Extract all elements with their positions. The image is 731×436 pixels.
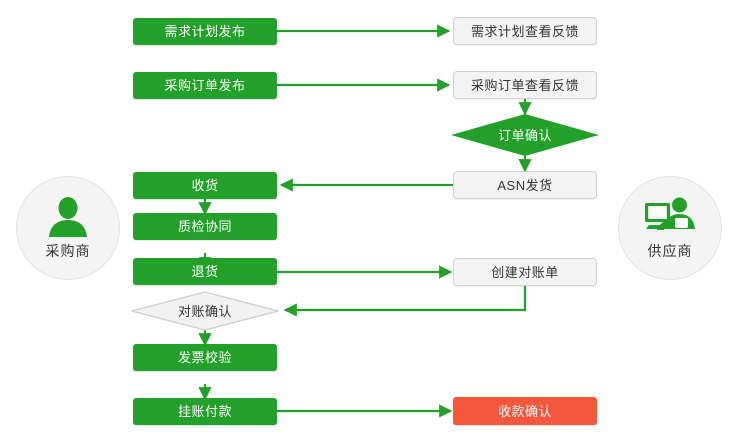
edge-create-statement-to-statement-confirm: [283, 286, 527, 317]
person-icon: [46, 196, 90, 238]
node-demand-plan-feedback[interactable]: 需求计划查看反馈: [453, 17, 597, 45]
node-qc-collaboration[interactable]: 质检协同: [133, 213, 277, 240]
node-order-confirm[interactable]: 订单确认: [451, 114, 599, 156]
node-po-publish[interactable]: 采购订单发布: [133, 72, 277, 99]
role-buyer[interactable]: 采购商: [16, 176, 120, 280]
node-statement-confirm[interactable]: 对账确认: [131, 291, 279, 331]
node-label: 退货: [191, 264, 219, 279]
node-po-feedback[interactable]: 采购订单查看反馈: [453, 71, 597, 99]
node-label: 采购订单查看反馈: [470, 77, 579, 93]
node-label: 采购订单发布: [164, 78, 246, 93]
node-label: 需求计划查看反馈: [470, 23, 579, 39]
node-receive-goods[interactable]: 收货: [133, 172, 277, 199]
person-computer-icon: [643, 196, 697, 238]
node-label: 收货: [191, 178, 219, 193]
role-supplier-label: 供应商: [647, 242, 693, 259]
node-accrue-payment[interactable]: 挂账付款: [133, 398, 277, 425]
node-label: 订单确认: [497, 127, 552, 143]
node-demand-plan-publish[interactable]: 需求计划发布: [133, 18, 277, 45]
node-label: ASN发货: [497, 177, 553, 193]
node-label: 收款确认: [497, 403, 552, 419]
node-return-goods[interactable]: 退货: [133, 258, 277, 285]
node-label: 创建对账单: [491, 264, 559, 280]
role-supplier[interactable]: 供应商: [618, 176, 722, 280]
node-payment-received[interactable]: 收款确认: [453, 397, 597, 425]
role-buyer-label: 采购商: [45, 242, 91, 259]
node-asn-shipment[interactable]: ASN发货: [453, 171, 597, 199]
diamond-shape-green: [451, 114, 599, 156]
node-invoice-verify[interactable]: 发票校验: [133, 344, 277, 371]
node-create-statement[interactable]: 创建对账单: [453, 258, 597, 286]
node-label: 需求计划发布: [164, 24, 246, 39]
node-label: 对账确认: [177, 303, 232, 319]
node-label: 挂账付款: [177, 404, 232, 419]
node-label: 发票校验: [177, 350, 232, 365]
node-label: 质检协同: [177, 219, 232, 234]
